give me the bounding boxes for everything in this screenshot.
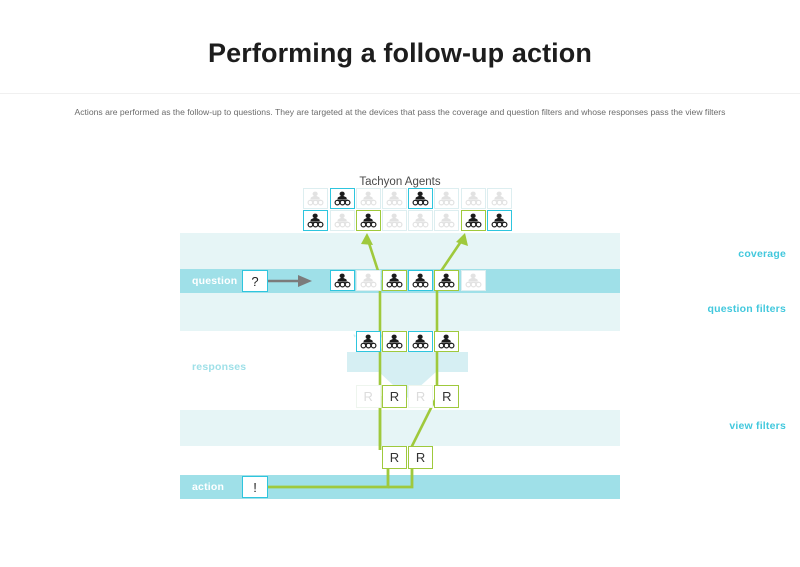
response-cell[interactable]: R — [355, 385, 381, 408]
agent-cell[interactable] — [303, 188, 329, 209]
agent-cell[interactable] — [329, 188, 355, 209]
agent-cell[interactable] — [355, 210, 381, 231]
page-title: Performing a follow-up action — [208, 38, 592, 68]
response-cell[interactable]: R — [408, 446, 434, 469]
response-cell[interactable]: R — [408, 385, 434, 408]
agent-cell[interactable] — [303, 210, 329, 231]
agent-cell[interactable] — [408, 270, 434, 291]
response-cell[interactable]: R — [434, 385, 460, 408]
agent-cell[interactable] — [381, 270, 407, 291]
question-filters-band — [180, 293, 620, 331]
agent-cell[interactable] — [408, 331, 434, 352]
action-label: action — [192, 481, 225, 493]
agent-cell[interactable] — [460, 270, 486, 291]
agent-cell[interactable] — [408, 188, 434, 209]
question-token[interactable]: ? — [242, 270, 268, 292]
agent-cell[interactable] — [434, 210, 460, 231]
agent-cell[interactable] — [434, 188, 460, 209]
agent-cell[interactable] — [408, 210, 434, 231]
agent-cell[interactable] — [486, 210, 512, 231]
action-token[interactable]: ! — [242, 476, 268, 498]
header-divider — [0, 93, 800, 94]
agent-cell[interactable] — [381, 331, 407, 352]
agent-cell[interactable] — [434, 270, 460, 291]
question-filters-label: question filters — [707, 303, 786, 315]
agent-cell[interactable] — [381, 210, 407, 231]
response-cell[interactable]: R — [381, 446, 407, 469]
agent-cell[interactable] — [355, 331, 381, 352]
agent-cell[interactable] — [329, 270, 355, 291]
agent-cell[interactable] — [460, 188, 486, 209]
view-filters-label: view filters — [729, 420, 786, 432]
green-to-action-right — [388, 468, 414, 489]
responses-label: responses — [192, 361, 247, 373]
agent-cell[interactable] — [355, 270, 381, 291]
agent-cell[interactable] — [381, 188, 407, 209]
question-label: question — [192, 275, 238, 287]
agent-cell[interactable] — [486, 188, 512, 209]
agent-cell[interactable] — [460, 210, 486, 231]
agent-cell[interactable] — [434, 331, 460, 352]
agent-cell[interactable] — [355, 188, 381, 209]
agent-cell[interactable] — [329, 210, 355, 231]
coverage-label: coverage — [738, 248, 786, 260]
diagram-canvas: Tachyon Agents — [0, 150, 800, 520]
green-up-arrowhead-right — [456, 233, 468, 246]
view-filters-band — [180, 410, 620, 446]
agents-title: Tachyon Agents — [359, 176, 441, 188]
page-subtitle: Actions are performed as the follow-up t… — [74, 107, 726, 117]
response-cell[interactable]: R — [381, 385, 407, 408]
green-up-arrowhead-left — [361, 233, 373, 245]
